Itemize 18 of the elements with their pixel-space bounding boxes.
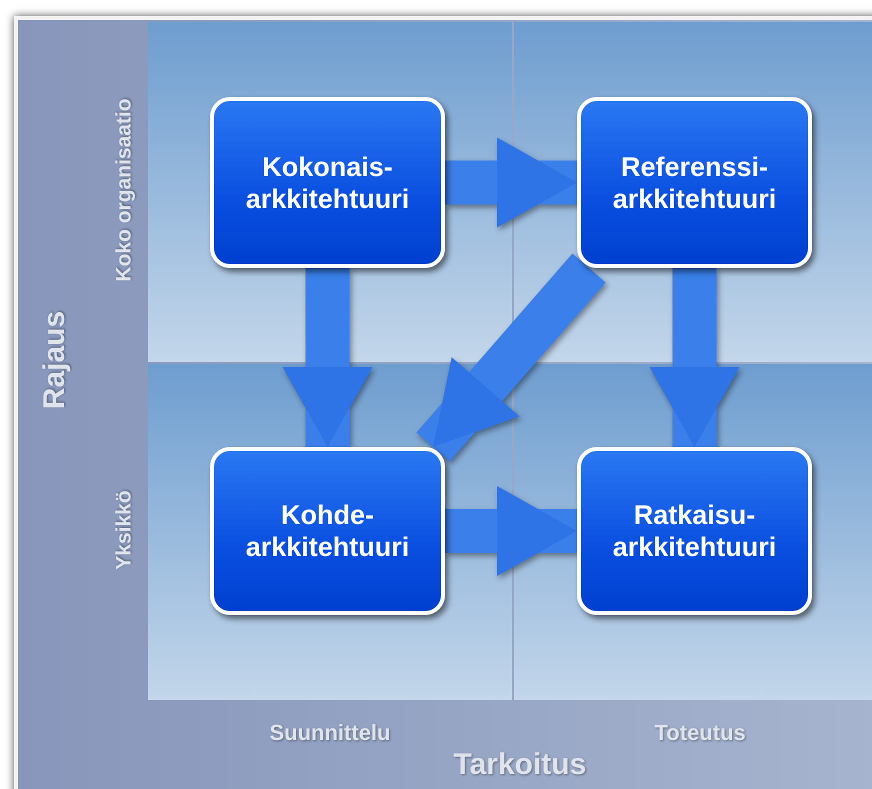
block-arrow	[282, 268, 372, 447]
axis-label: Toteutus	[654, 720, 746, 746]
box-label: Ratkaisu- arkkitehtuuri	[612, 499, 778, 563]
axis-label: Yksikkö	[112, 490, 136, 570]
axis-label: Suunnittelu	[270, 720, 390, 746]
process-box	[210, 447, 445, 615]
axis-label: Tarkoitus	[454, 748, 586, 782]
box-label: Kokonais- arkkitehtuuri	[244, 150, 410, 214]
block-arrow	[445, 486, 577, 576]
axis-label: Rajaus	[38, 310, 72, 410]
box-label: Kohde- arkkitehtuuri	[244, 499, 410, 563]
axis-label: Koko organisaatio	[112, 98, 136, 282]
process-box	[210, 97, 445, 268]
process-box	[577, 97, 812, 268]
box-label: Referenssi- arkkitehtuuri	[612, 150, 778, 214]
block-arrow	[416, 254, 606, 462]
block-arrow	[445, 138, 577, 228]
process-box	[577, 447, 812, 615]
